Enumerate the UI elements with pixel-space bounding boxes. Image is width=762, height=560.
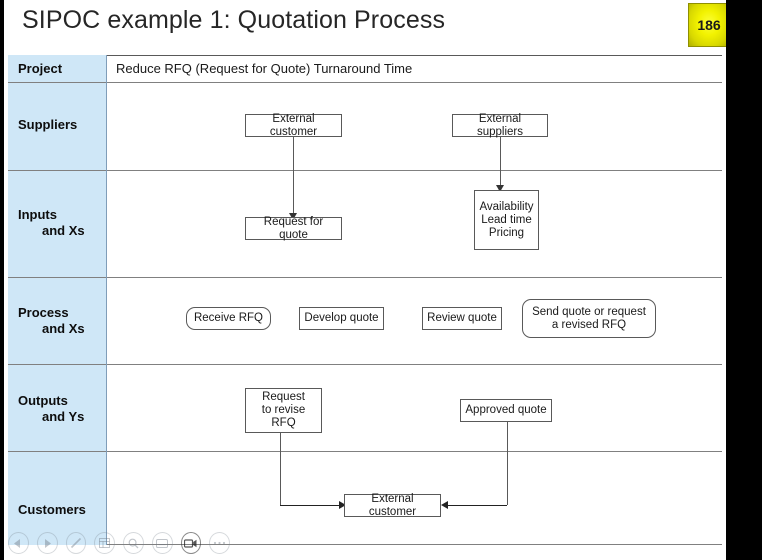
row-label-suppliers-text: Suppliers (18, 117, 78, 132)
slide-grid-icon[interactable] (94, 532, 115, 554)
previous-icon[interactable] (8, 532, 29, 554)
row-label-outputs-subtext: and Ys (42, 409, 85, 424)
label-column-divider (106, 55, 107, 545)
zoom-icon[interactable] (123, 532, 144, 554)
node-availability-leadtime-pricing[interactable]: Availability Lead time Pricing (474, 190, 539, 250)
connector-revise-right (280, 505, 341, 506)
node-line-to-revise-rfq: to revise RFQ (261, 404, 306, 429)
row-label-customers: Customers (8, 452, 106, 545)
row-label-suppliers: Suppliers (8, 83, 106, 170)
connector-revise-down (280, 433, 281, 505)
row-divider-inputs (8, 277, 722, 278)
page-title: SIPOC example 1: Quotation Process (22, 6, 446, 34)
row-label-process: Process and Xs (8, 278, 106, 364)
row-label-project: Project (8, 55, 106, 82)
row-label-customers-text: Customers (18, 502, 86, 517)
node-request-to-revise-rfq[interactable]: Request to revise RFQ (245, 388, 322, 433)
more-options-icon[interactable] (209, 532, 230, 554)
connector-customer-to-request (293, 137, 294, 216)
connector-suppliers-to-availability (500, 137, 501, 189)
node-line-send-quote: Send quote or request (532, 305, 646, 318)
connector-approved-left (448, 505, 507, 506)
arrowhead-revise-to-customer (339, 501, 346, 509)
node-send-quote-or-request-revised-rfq[interactable]: Send quote or request a revised RFQ (522, 299, 656, 338)
row-divider-process (8, 364, 722, 365)
node-approved-quote[interactable]: Approved quote (460, 399, 552, 422)
node-external-customer-output[interactable]: External customer (344, 493, 441, 518)
row-label-inputs-subtext: and Xs (42, 223, 85, 238)
connector-approved-down (507, 422, 508, 505)
next-icon[interactable] (36, 532, 58, 554)
node-external-suppliers[interactable]: External suppliers (452, 113, 548, 138)
table-border-bottom (8, 544, 722, 545)
node-line-pricing: Pricing (488, 226, 525, 239)
node-line-lead-time: Lead time (481, 213, 532, 226)
row-label-inputs-text: Inputs (18, 207, 57, 222)
row-label-process-text: Process (18, 305, 69, 320)
project-value-text: Reduce RFQ (Request for Quote) Turnaroun… (116, 61, 413, 76)
page-number-text: 186 (697, 17, 721, 33)
presentation-slide: SIPOC example 1: Quotation Process 186 P… (4, 0, 726, 560)
node-develop-quote[interactable]: Develop quote (299, 307, 384, 330)
node-line-availability: Availability (479, 200, 534, 213)
row-divider-outputs (8, 451, 722, 452)
row-divider-suppliers (8, 170, 722, 171)
row-label-project-text: Project (18, 61, 63, 76)
row-label-outputs: Outputs and Ys (8, 365, 106, 451)
node-external-customer-supplier[interactable]: External customer (245, 113, 342, 138)
table-border-top (8, 55, 722, 56)
node-line-request: Request (262, 391, 305, 403)
arrowhead-approved-to-customer (441, 501, 448, 509)
node-receive-rfq[interactable]: Receive RFQ (186, 307, 271, 330)
presentation-control-bar[interactable] (8, 530, 238, 556)
sipoc-table: Project Reduce RFQ (Request for Quote) T… (8, 55, 722, 545)
row-label-process-subtext: and Xs (42, 321, 85, 336)
row-label-outputs-text: Outputs (18, 393, 68, 408)
captions-icon[interactable] (151, 532, 173, 554)
node-line-revised-rfq: a revised RFQ (551, 318, 627, 331)
pen-icon[interactable] (65, 532, 87, 554)
arrowhead-customer-to-request (289, 213, 297, 220)
node-request-for-quote[interactable]: Request for quote (245, 216, 342, 241)
node-review-quote[interactable]: Review quote (422, 307, 502, 330)
arrowhead-suppliers-to-availability (496, 185, 504, 192)
slide-header: SIPOC example 1: Quotation Process 186 (4, 0, 726, 52)
row-divider-project (8, 82, 722, 83)
row-label-inputs: Inputs and Xs (8, 171, 106, 277)
camera-icon[interactable] (180, 532, 202, 554)
page-number-badge: 186 (688, 3, 726, 47)
